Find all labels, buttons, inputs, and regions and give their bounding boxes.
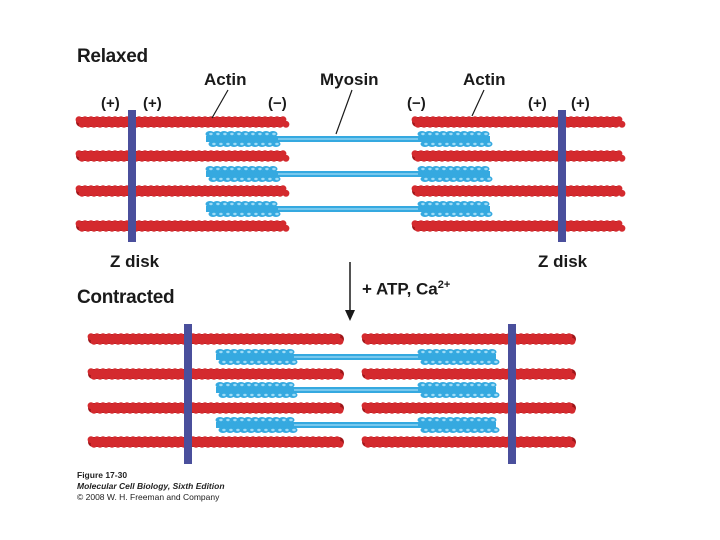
actin-filament bbox=[75, 220, 290, 232]
contracted-title: Contracted bbox=[77, 287, 175, 308]
actin-filament bbox=[87, 402, 344, 414]
myosin-head-cluster bbox=[417, 417, 500, 433]
myosin-head-cluster bbox=[417, 349, 500, 365]
plus-polarity-label: (+) bbox=[143, 95, 162, 112]
z-disk-bar bbox=[184, 324, 192, 464]
myosin-label: Myosin bbox=[320, 70, 379, 89]
plus-polarity-label: (+) bbox=[571, 95, 590, 112]
transition-arrow bbox=[345, 262, 355, 321]
actin-label-right: Actin bbox=[463, 70, 506, 89]
myosin-head-cluster bbox=[205, 131, 281, 147]
myosin-filament bbox=[205, 131, 493, 147]
actin-filament bbox=[75, 150, 290, 162]
contracted-sarcomere bbox=[87, 324, 576, 464]
z-disk-bar bbox=[128, 110, 136, 242]
actin-filament bbox=[411, 150, 626, 162]
myosin-pointer bbox=[335, 89, 353, 135]
myosin-head-cluster bbox=[417, 382, 500, 398]
actin-label-left: Actin bbox=[204, 70, 247, 89]
actin-filament bbox=[87, 368, 344, 380]
myosin-filament bbox=[215, 349, 500, 365]
actin-filament bbox=[411, 220, 626, 232]
book-title: Molecular Cell Biology, Sixth Edition bbox=[77, 481, 225, 491]
actin-filament bbox=[87, 436, 344, 448]
actin-filament bbox=[361, 333, 576, 345]
actin-filament bbox=[75, 116, 290, 128]
copyright-notice: © 2008 W. H. Freeman and Company bbox=[77, 492, 220, 502]
myosin-head-cluster bbox=[417, 131, 493, 147]
myosin-filament bbox=[215, 417, 500, 433]
actin-filament bbox=[411, 116, 626, 128]
z-disk-bar bbox=[558, 110, 566, 242]
myosin-head-cluster bbox=[215, 417, 298, 433]
minus-polarity-label: (−) bbox=[268, 95, 287, 112]
actin-filament bbox=[411, 185, 626, 197]
myosin-head-cluster bbox=[215, 349, 298, 365]
actin-right-pointer bbox=[471, 89, 485, 117]
plus-polarity-label: (+) bbox=[528, 95, 547, 112]
myosin-head-cluster bbox=[417, 201, 493, 217]
figure-number: Figure 17-30 bbox=[77, 470, 128, 480]
myosin-filament bbox=[205, 201, 493, 217]
actin-filament bbox=[75, 185, 290, 197]
relaxed-sarcomere bbox=[75, 110, 626, 242]
myosin-head-cluster bbox=[205, 201, 281, 217]
myosin-filament bbox=[215, 382, 500, 398]
actin-left-pointer bbox=[211, 89, 229, 119]
atp-calcium-label: + ATP, Ca2+ bbox=[362, 279, 451, 299]
z-disk-label-right: Z disk bbox=[538, 252, 588, 271]
actin-filament bbox=[87, 333, 344, 345]
label-pointers bbox=[211, 89, 485, 135]
myosin-head-cluster bbox=[417, 166, 493, 182]
myosin-filament bbox=[205, 166, 493, 182]
z-disk-bar bbox=[508, 324, 516, 464]
minus-polarity-label: (−) bbox=[407, 95, 426, 112]
myosin-head-cluster bbox=[215, 382, 298, 398]
actin-filament bbox=[361, 402, 576, 414]
actin-filament bbox=[361, 368, 576, 380]
actin-filament bbox=[361, 436, 576, 448]
relaxed-title: Relaxed bbox=[77, 46, 148, 67]
myosin-head-cluster bbox=[205, 166, 281, 182]
z-disk-label-left: Z disk bbox=[110, 252, 160, 271]
plus-polarity-label: (+) bbox=[101, 95, 120, 112]
